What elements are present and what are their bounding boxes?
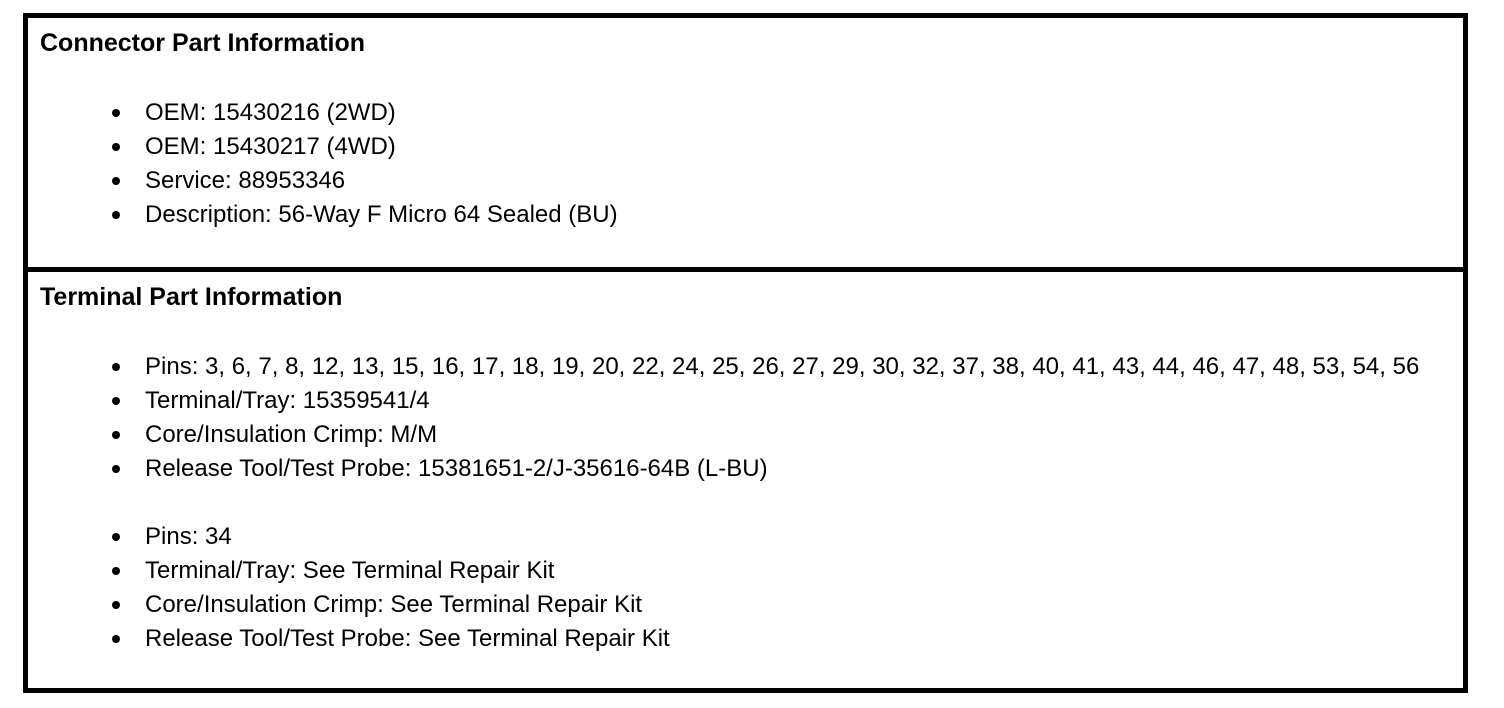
list-item: OEM: 15430216 (2WD) — [40, 96, 1453, 130]
list-item: Release Tool/Test Probe: 15381651-2/J-35… — [40, 452, 1453, 486]
list-item: Pins: 3, 6, 7, 8, 12, 13, 15, 16, 17, 18… — [40, 350, 1453, 384]
terminal-section-title: Terminal Part Information — [40, 283, 343, 311]
list-item-text: Release Tool/Test Probe: 15381651-2/J-35… — [145, 455, 768, 482]
list-item: Core/Insulation Crimp: M/M — [40, 418, 1453, 452]
terminal-bullet-list-group-1: Pins: 3, 6, 7, 8, 12, 13, 15, 16, 17, 18… — [40, 350, 1453, 486]
bullet-icon — [112, 109, 120, 117]
bullet-icon — [112, 211, 120, 219]
list-item-text: OEM: 15430217 (4WD) — [145, 133, 396, 160]
list-item: Release Tool/Test Probe: See Terminal Re… — [40, 622, 1453, 656]
list-item-text: Pins: 34 — [145, 523, 232, 550]
list-item-text: Pins: 3, 6, 7, 8, 12, 13, 15, 16, 17, 18… — [145, 353, 1420, 380]
list-item: Core/Insulation Crimp: See Terminal Repa… — [40, 588, 1453, 622]
terminal-part-information-section: Terminal Part Information Pins: 3, 6, 7,… — [28, 267, 1463, 688]
bullet-icon — [112, 431, 120, 439]
connector-section-title: Connector Part Information — [40, 29, 366, 57]
bullet-icon — [112, 601, 120, 609]
bullet-icon — [112, 533, 120, 541]
list-item-text: Terminal/Tray: 15359541/4 — [145, 387, 430, 414]
bullet-icon — [112, 635, 120, 643]
list-item: Pins: 34 — [40, 520, 1453, 554]
list-item: Description: 56-Way F Micro 64 Sealed (B… — [40, 198, 1453, 232]
part-information-panel: Connector Part Information OEM: 15430216… — [23, 13, 1468, 693]
list-item-text: Release Tool/Test Probe: See Terminal Re… — [145, 625, 670, 652]
bullet-icon — [112, 177, 120, 185]
list-item-text: OEM: 15430216 (2WD) — [145, 99, 396, 126]
connector-bullet-list: OEM: 15430216 (2WD) OEM: 15430217 (4WD) … — [40, 96, 1453, 232]
connector-part-information-section: Connector Part Information OEM: 15430216… — [28, 18, 1463, 267]
bullet-icon — [112, 397, 120, 405]
bullet-icon — [112, 363, 120, 371]
list-item-text: Terminal/Tray: See Terminal Repair Kit — [145, 557, 555, 584]
list-item-text: Core/Insulation Crimp: M/M — [145, 421, 438, 448]
terminal-bullet-list-group-2: Pins: 34 Terminal/Tray: See Terminal Rep… — [40, 520, 1453, 656]
bullet-icon — [112, 143, 120, 151]
list-item-text: Description: 56-Way F Micro 64 Sealed (B… — [145, 201, 618, 228]
list-item: Terminal/Tray: 15359541/4 — [40, 384, 1453, 418]
list-item-text: Service: 88953346 — [145, 167, 346, 194]
list-item: Service: 88953346 — [40, 164, 1453, 198]
bullet-icon — [112, 465, 120, 473]
bullet-icon — [112, 567, 120, 575]
list-item: Terminal/Tray: See Terminal Repair Kit — [40, 554, 1453, 588]
list-item: OEM: 15430217 (4WD) — [40, 130, 1453, 164]
list-item-text: Core/Insulation Crimp: See Terminal Repa… — [145, 591, 643, 618]
